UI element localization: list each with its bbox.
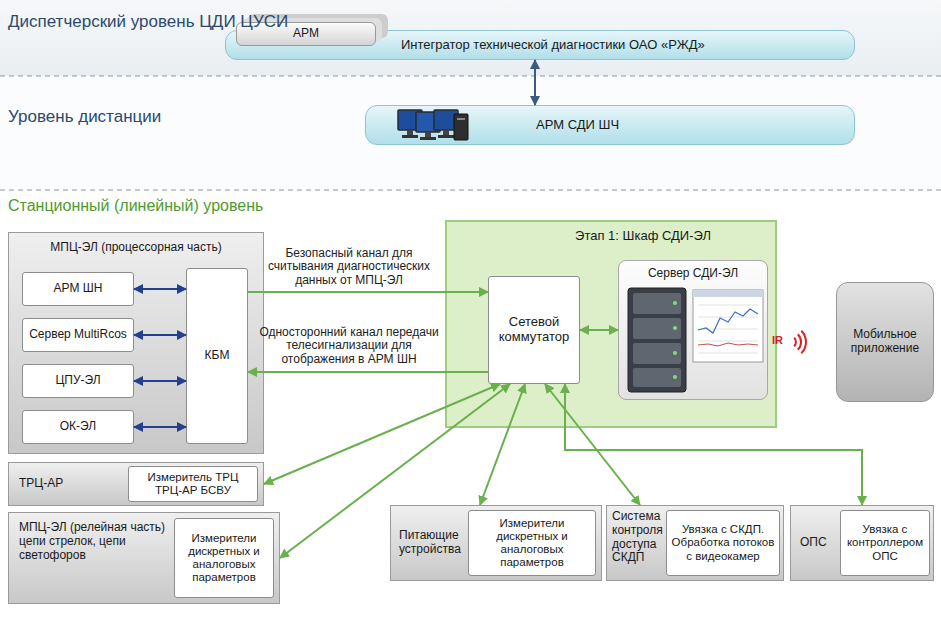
connector-label: Безопасный канал для считывания диагност… [256,247,442,288]
node-text: КБМ [205,349,230,363]
node-text: Интегратор технической диагностики ОАО «… [401,38,705,53]
rack-unit [633,318,681,339]
node-text: АРМ [293,27,319,41]
monitor-stand [425,132,431,137]
group-box: ОПС Увязка с контроллером ОПС [790,505,934,581]
monitor-base [420,137,436,140]
node-text: ТРЦ-АР [19,477,63,491]
node-text: АРМ СДИ ШЧ [536,118,619,133]
rack-led [673,351,677,355]
group-box: МПЦ-ЭЛ (процессорная часть) АРМ ШН Сервер … [8,232,264,454]
connector-arrow [134,426,186,428]
chart-grid [698,305,758,353]
node-text: Мобильное приложение [841,328,929,356]
node-text: Измерители дискретных и аналоговых парам… [472,517,592,570]
process-box: Увязка с СКДП. Обработка потоков с видео… [666,510,780,576]
connector-arrow [580,329,618,331]
dispatch-band [0,0,941,76]
rack-case [628,288,686,392]
ir-signal-icon [794,331,806,354]
monitor-base [402,135,418,138]
mobile-app-box: Мобильное приложение [836,282,934,402]
connector-arrow [248,291,488,293]
monitor-base [438,135,454,138]
level-divider [0,189,941,190]
group-box: Питающие устройстваИзмерители дискретных… [390,505,602,581]
monitor-stand [443,130,449,135]
connector-arrow [545,384,640,505]
switch-box: Сетевой коммутатор [488,276,580,384]
process-box: Измеритель ТРЦ ТРЦ-АР БСВУ [128,466,258,502]
node-text: Измерители дискретных и аналоговых парам… [178,532,270,585]
chart-window [693,290,763,362]
signal-label: IR [772,334,783,346]
pc-tower-icon [454,114,468,140]
connector-arrow [248,371,488,373]
node-text: Увязка с СКДП. Обработка потоков с видео… [670,523,776,563]
level-label: Уровень дистанции [8,107,161,127]
connector-arrow [134,380,186,382]
process-box: Сервер MultiRcos [22,318,134,352]
process-box: Увязка с контроллером ОПС [840,510,930,576]
ir-wave [801,331,806,354]
chart-toolbar [693,290,763,297]
process-box: АРМ ШН [22,272,134,306]
server-rack-icon [628,288,686,392]
rack-unit [633,293,681,314]
connector-arrow [134,288,186,290]
level-label: Диспетчерский уровень ЦДИ ЦУСИ [8,12,288,32]
computer-icons [398,110,468,140]
node-text: МПЦ-ЭЛ (процессорная часть) [50,241,221,255]
pc-case [454,114,468,140]
connector-arrow [280,384,510,558]
rack-led [673,326,677,330]
rack-led [673,301,677,305]
system-box: Интегратор технической диагностики ОАО «… [225,30,855,60]
connector-arrow [480,384,525,505]
node-text: ОПС [800,536,827,550]
process-box: Измерители дискретных и аналоговых парам… [468,510,596,576]
node-text: АРМ ШН [54,282,103,296]
node-text: Сервер СДИ-ЭЛ [648,267,738,281]
node-text: ОК-ЭЛ [60,420,96,434]
node-text: ЦПУ-ЭЛ [55,374,100,388]
level-label: Станционный (линейный) уровень [8,197,263,215]
monitor-stand [407,130,413,135]
process-box: ОК-ЭЛ [22,410,134,444]
process-box: КБМ [186,268,248,444]
chart-line [698,343,758,346]
district-band [0,76,941,190]
chart-line [698,309,758,333]
connector-arrow [264,384,500,484]
node-text: Этап 1: Шкаф СДИ-ЭЛ [575,229,711,244]
node-text: Измеритель ТРЦ ТРЦ-АР БСВУ [133,471,253,497]
node-text: Система контроля доступа СКДП [612,510,670,565]
node-text: Сервер MultiRcos [29,328,127,342]
chart-screenshot [693,290,763,362]
connector-arrow [134,334,186,336]
rack-led [673,375,677,379]
connector-arrow [534,60,536,105]
process-box: ЦПУ-ЭЛ [22,364,134,398]
process-box: Измерители дискретных и аналоговых парам… [174,518,274,598]
group-box: МПЦ-ЭЛ (релейная часть) цепи стрелок, це… [8,512,280,604]
ir-wave [794,338,796,346]
connector-label: Односторонний канал передачи телесигнали… [256,326,442,367]
rack-unit [633,343,681,364]
node-text: МПЦ-ЭЛ (релейная часть) цепи стрелок, це… [19,521,169,562]
rack-unit [633,368,681,387]
node-text: Увязка с контроллером ОПС [844,523,926,563]
node-text: Питающие устройства [399,529,469,557]
group-box: Система контроля доступа СКДПУвязка с СК… [606,505,784,581]
connector-arrow [565,384,862,505]
ir-wave [798,334,801,350]
pc-drive [457,118,465,120]
level-divider [0,75,941,76]
node-text: Сетевой коммутатор [493,315,575,345]
group-box: ТРЦ-АР Измеритель ТРЦ ТРЦ-АР БСВУ [8,462,264,506]
